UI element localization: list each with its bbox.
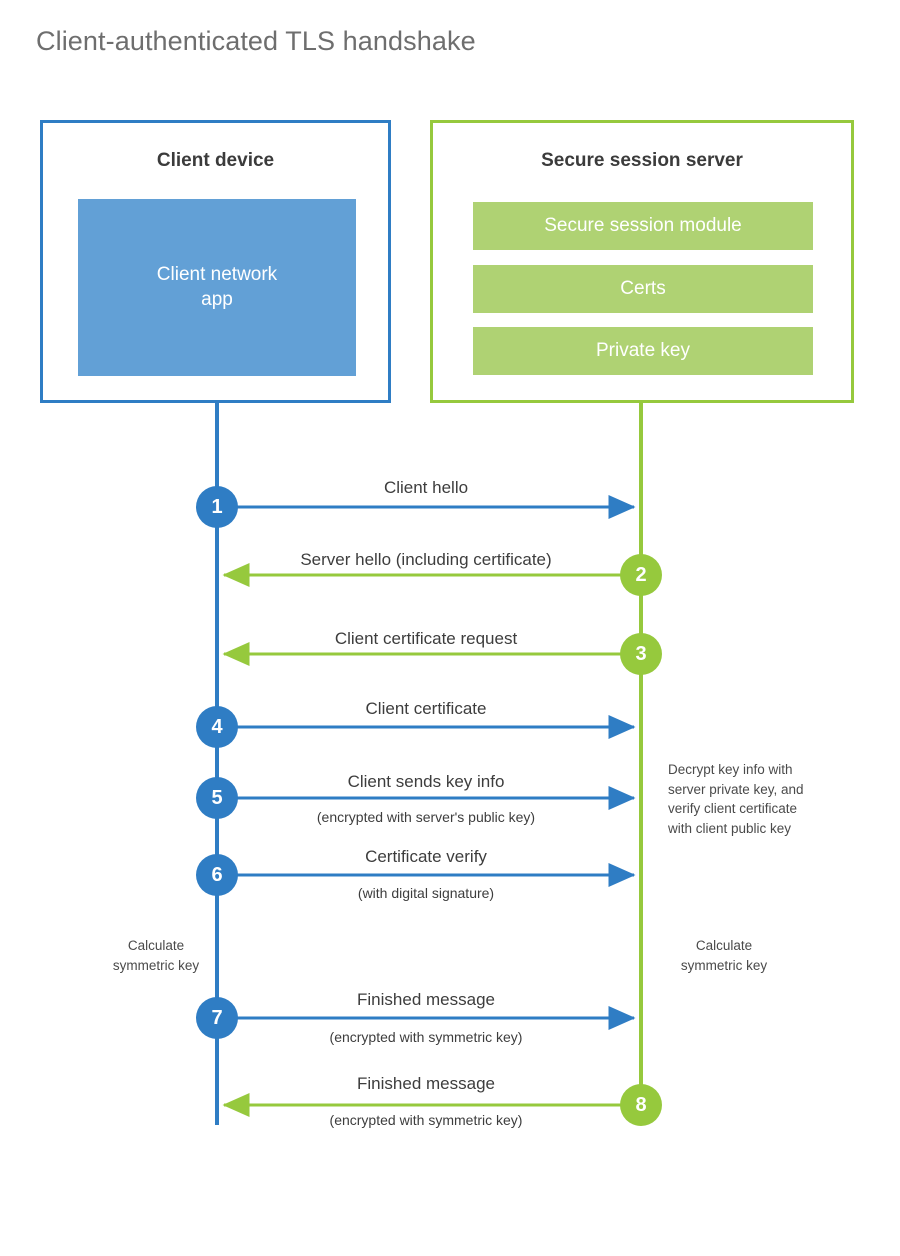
- step-3-label: Client certificate request: [334, 629, 518, 648]
- step-marker-1[interactable]: 1: [196, 486, 238, 528]
- step-7-sublabel: (encrypted with symmetric key): [329, 1029, 523, 1045]
- client-device-box: Client device Client network app: [40, 120, 391, 403]
- step-marker-4[interactable]: 4: [196, 706, 238, 748]
- secure-session-server-box: Secure session server Secure session mod…: [430, 120, 854, 403]
- step-5-label: Client sends key info: [347, 772, 505, 791]
- step-5-sublabel: (encrypted with server's public key): [316, 809, 536, 825]
- step-8-sublabel: (encrypted with symmetric key): [329, 1112, 523, 1128]
- step-6-sublabel: (with digital signature): [357, 885, 495, 901]
- step-1-label: Client hello: [383, 478, 469, 497]
- client-device-title: Client device: [156, 150, 275, 171]
- secure-session-server-title: Secure session server: [541, 150, 743, 171]
- step-marker-8[interactable]: 8: [620, 1084, 662, 1126]
- server-decrypt-note: Decrypt key info with server private key…: [668, 762, 804, 836]
- step-2-label: Server hello (including certificate): [300, 550, 552, 569]
- private-key-block: Private key: [473, 327, 813, 375]
- step-marker-7[interactable]: 7: [196, 997, 238, 1039]
- secure-session-module-block: Secure session module: [473, 202, 813, 250]
- page-title: Client-authenticated TLS handshake: [36, 26, 476, 56]
- step-6-label: Certificate verify: [365, 847, 487, 866]
- certs-block: Certs: [473, 265, 813, 313]
- step-marker-2[interactable]: 2: [620, 554, 662, 596]
- client-calculate-symmetric-key-note: Calculate symmetric key: [112, 938, 200, 973]
- step-marker-6[interactable]: 6: [196, 854, 238, 896]
- step-marker-3[interactable]: 3: [620, 633, 662, 675]
- server-calculate-symmetric-key-note: Calculate symmetric key: [680, 938, 768, 973]
- step-4-label: Client certificate: [365, 699, 487, 718]
- client-network-app-block: Client network app: [78, 199, 356, 376]
- step-8-label: Finished message: [357, 1074, 495, 1093]
- step-marker-5[interactable]: 5: [196, 777, 238, 819]
- step-7-label: Finished message: [357, 990, 495, 1009]
